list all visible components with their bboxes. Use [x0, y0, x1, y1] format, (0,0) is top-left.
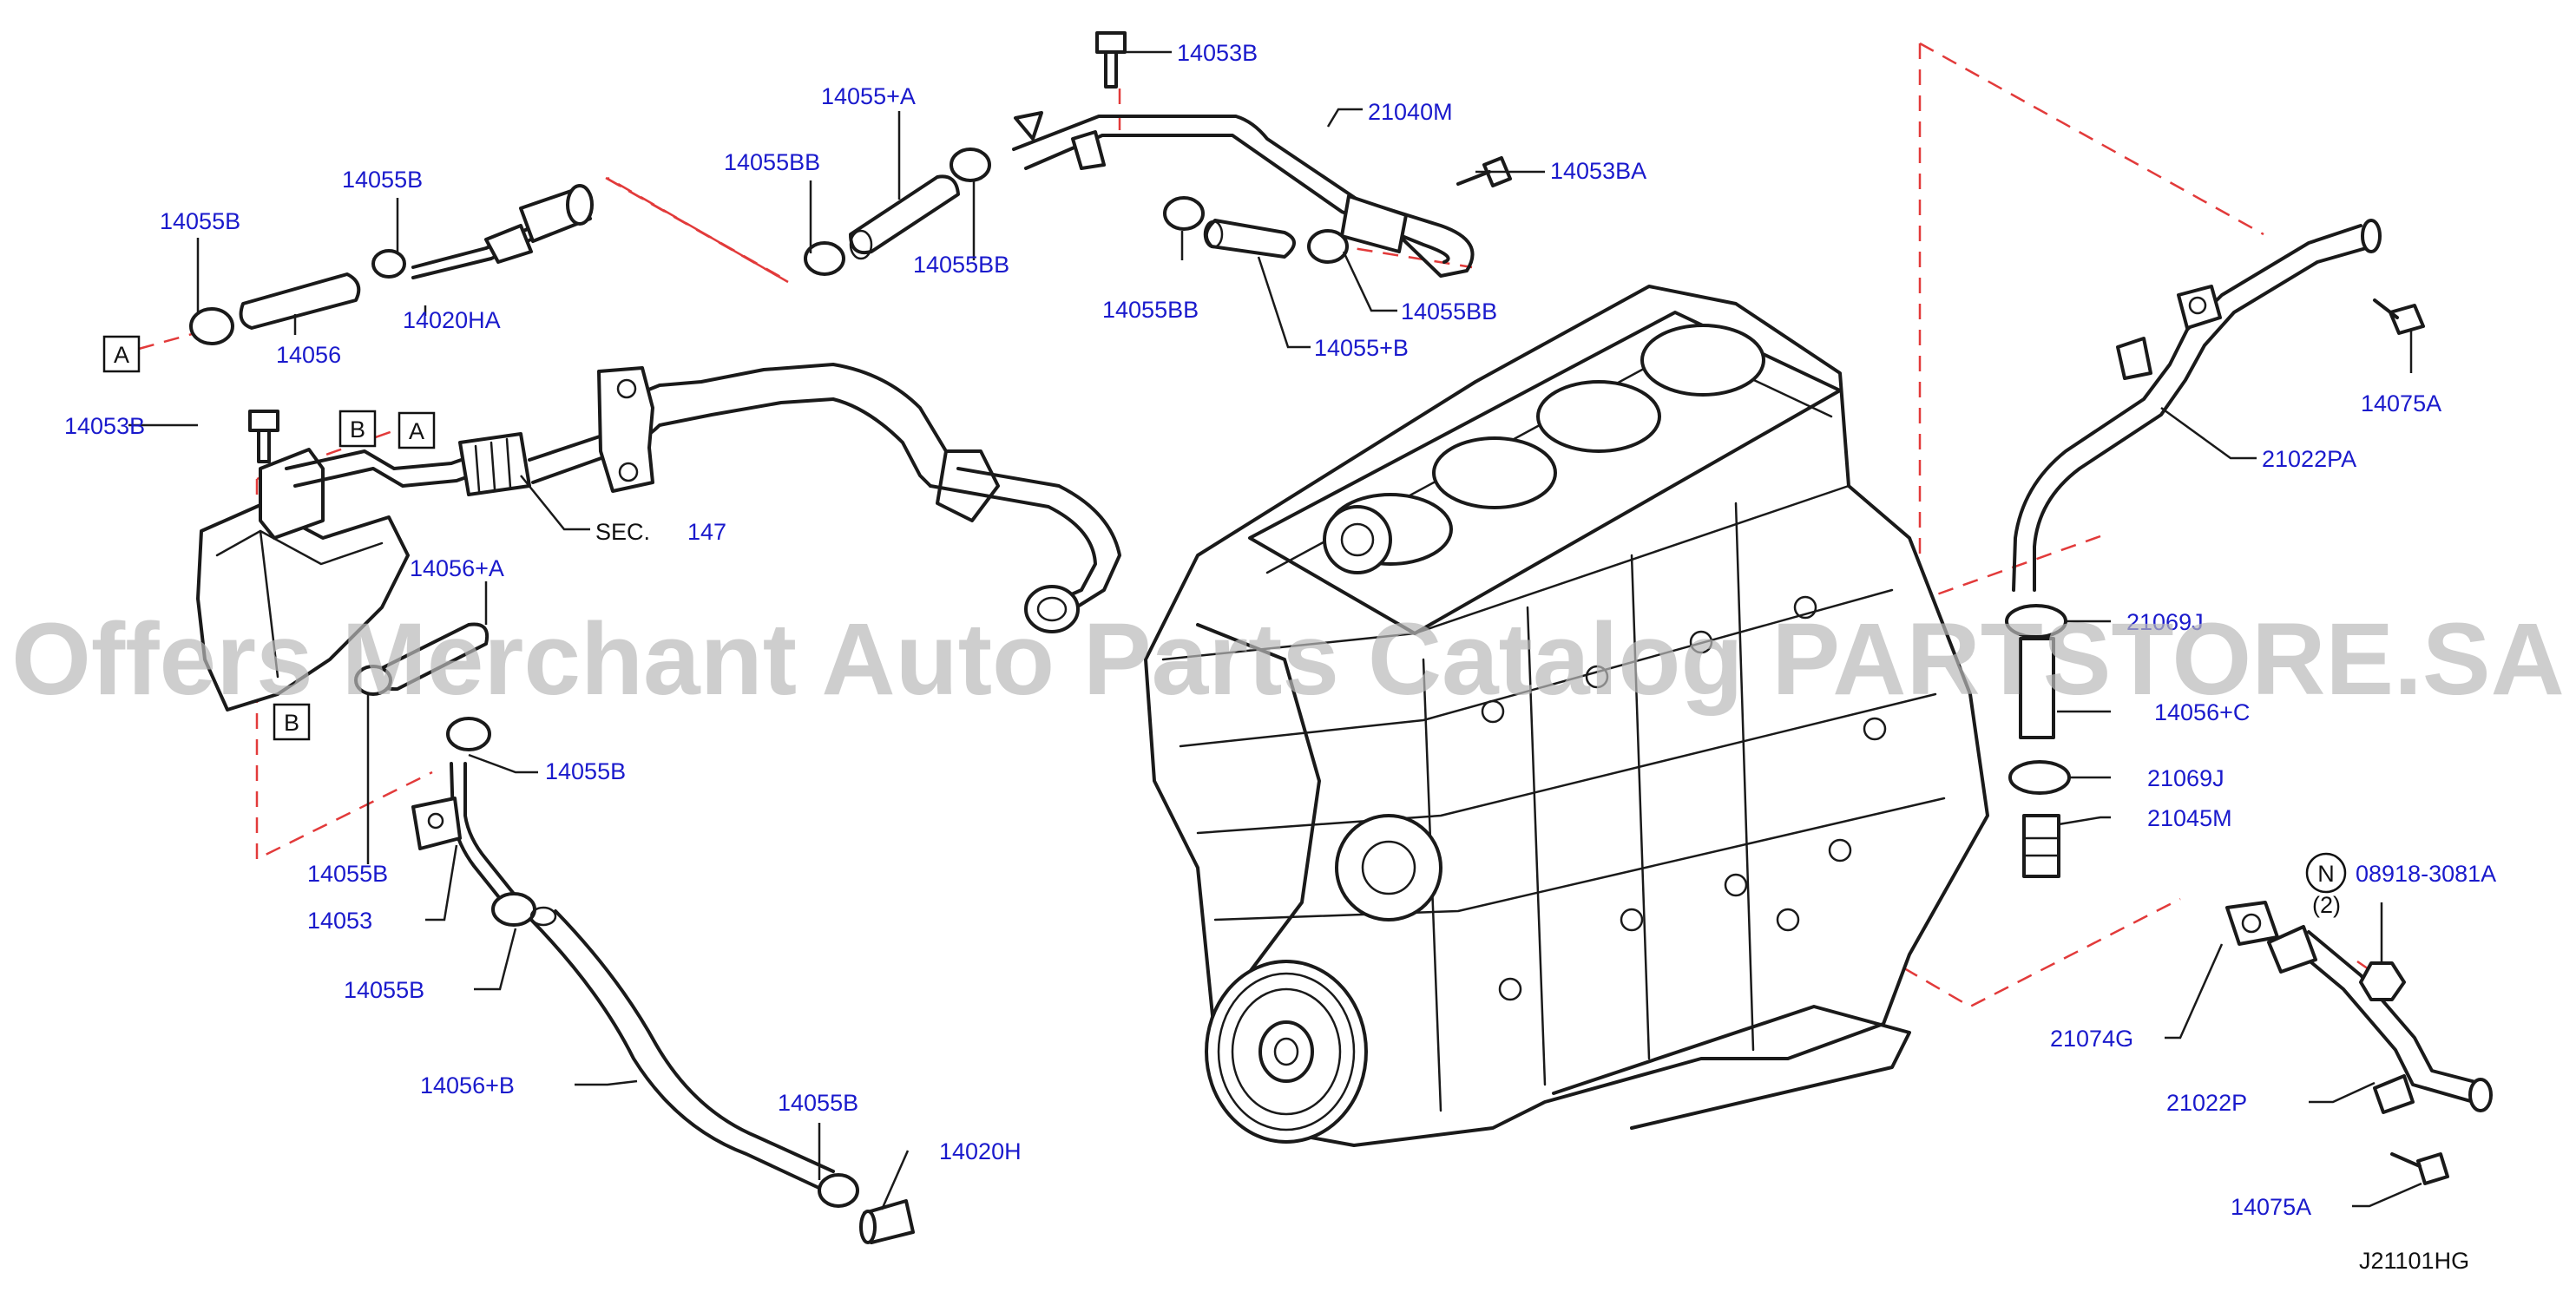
clamp-14055b-right-mid	[446, 717, 491, 751]
ref-circle-n: N	[2305, 852, 2347, 894]
label-14053b: 14053B	[64, 413, 145, 439]
crank-pulley	[1205, 960, 1368, 1144]
label-21022p: 21022P	[2166, 1090, 2247, 1116]
ref-b-label: B	[284, 710, 299, 736]
label-21074g: 21074G	[2050, 1026, 2133, 1052]
label-14056c: 14056+C	[2154, 699, 2250, 725]
hose-14056b	[529, 906, 835, 1192]
label-14055b-plus: 14055+B	[1314, 335, 1409, 361]
clamp-14055b-left-mid	[354, 665, 392, 696]
nut-08918	[2359, 961, 2406, 1001]
hose-14056c	[2019, 637, 2055, 739]
label-14055b: 14055B	[545, 758, 626, 784]
bolt-14053b-left	[248, 410, 279, 463]
ref-box-b-top: B	[338, 410, 377, 448]
label-14020ha: 14020HA	[403, 307, 501, 333]
label-14055bb: 14055BB	[913, 252, 1009, 278]
label-21069j: 21069J	[2126, 609, 2204, 635]
quantity-note: (2)	[2312, 892, 2341, 918]
clamp-21069j-lower	[2008, 760, 2071, 795]
fitting-14020h	[859, 1199, 915, 1244]
pipe-14053	[411, 762, 522, 911]
water-pipe-21040m	[1012, 111, 1475, 278]
watermark-text: Offers Merchant Auto Parts Catalog PARTS…	[11, 602, 2565, 717]
sec-prefix: SEC.	[595, 519, 650, 545]
ref-a-label: A	[409, 418, 424, 444]
label-14055b: 14055B	[344, 977, 424, 1003]
pipe-21022pa	[2012, 219, 2382, 592]
sec-number: 147	[687, 519, 726, 545]
ref-n-label: N	[2317, 861, 2335, 887]
clamp-14055b-left	[189, 307, 234, 345]
engine-block	[1144, 285, 1989, 1147]
label-21069j: 21069J	[2147, 765, 2224, 791]
part-labels: 14053B 14055+A 21040M 14055BB 14053BA 14…	[64, 40, 2496, 1274]
bolt-14075a-top	[2373, 298, 2425, 335]
clamp-14055b-mid	[371, 249, 406, 279]
label-14075a: 14075A	[2361, 390, 2441, 416]
ref-box-a-mid: A	[398, 411, 436, 449]
leader-lines	[128, 50, 2422, 1210]
label-14055bb: 14055BB	[1102, 297, 1199, 323]
label-14056b: 14056+B	[420, 1072, 515, 1099]
clamps-14055bb	[804, 148, 1349, 276]
bolt-14053b-top	[1095, 31, 1127, 89]
label-14056: 14056	[276, 342, 341, 368]
ref-b-label: B	[350, 416, 365, 443]
pipe-21022p	[2267, 925, 2493, 1114]
egr-cooler-assembly	[196, 363, 1121, 712]
label-14055bb: 14055BB	[724, 149, 820, 175]
label-14075a: 14075A	[2231, 1194, 2311, 1220]
dashed-connection-lines	[138, 42, 2386, 1008]
hose-14056	[239, 272, 361, 330]
ref-box-a-top: A	[102, 335, 141, 373]
label-08918-3081a: 08918-3081A	[2356, 861, 2496, 887]
ref-box-b-mid: B	[273, 703, 311, 741]
label-21040m: 21040M	[1368, 99, 1453, 125]
label-14056a: 14056+A	[410, 555, 504, 581]
label-14020h: 14020H	[939, 1138, 1022, 1164]
hose-14055a	[849, 174, 960, 260]
label-21045m: 21045M	[2147, 805, 2232, 831]
gasket-21074g	[2225, 901, 2279, 946]
label-14053: 14053	[307, 908, 372, 934]
label-14055b: 14055B	[160, 208, 240, 234]
label-14055a: 14055+A	[821, 83, 916, 109]
clamp-14055b-lower	[491, 892, 536, 927]
label-14053b: 14053B	[1177, 40, 1258, 66]
pipe-14020ha	[411, 184, 594, 279]
label-14053ba: 14053BA	[1550, 158, 1646, 184]
label-14055b: 14055B	[342, 167, 423, 193]
label-14055b: 14055B	[307, 861, 388, 887]
clamp-14055b-bottom	[818, 1173, 859, 1208]
ref-a-label: A	[114, 342, 129, 368]
diagram-code: J21101HG	[2359, 1248, 2469, 1274]
bolt-14075a-bottom	[2390, 1152, 2449, 1185]
label-21022pa: 21022PA	[2262, 446, 2356, 472]
hose-14055b-plus	[1203, 219, 1296, 259]
connector-21045m	[2022, 814, 2060, 878]
label-14055b: 14055B	[778, 1090, 858, 1116]
label-14055bb: 14055BB	[1401, 298, 1497, 325]
